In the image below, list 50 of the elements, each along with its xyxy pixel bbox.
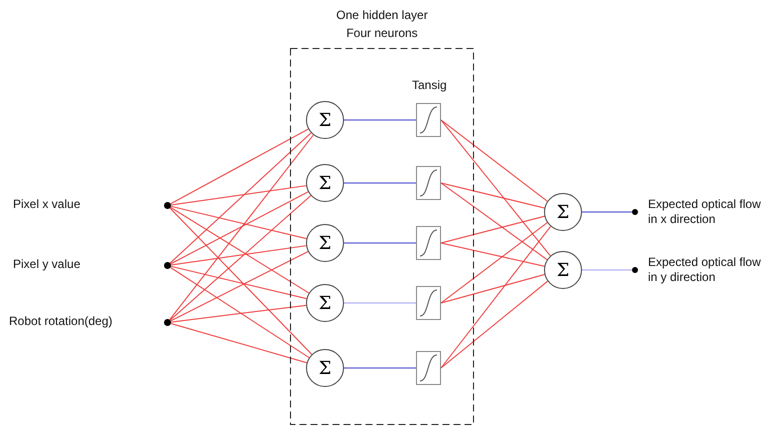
input-dot xyxy=(164,319,171,326)
summation-node: Σ xyxy=(306,284,344,322)
connection-line xyxy=(344,182,416,184)
connection-line xyxy=(170,266,310,358)
connection-line xyxy=(169,134,314,320)
connection-line xyxy=(344,242,416,244)
connection-line xyxy=(170,132,312,264)
connection-line xyxy=(344,302,416,304)
connection-line xyxy=(440,182,545,208)
connection-line xyxy=(170,128,309,204)
summation-node: Σ xyxy=(544,193,582,231)
input-dot xyxy=(164,262,171,269)
connection-line xyxy=(170,266,308,300)
sigmoid-activation-box xyxy=(416,103,441,137)
input-label: Pixel y value xyxy=(13,257,80,272)
connection-line xyxy=(170,191,309,264)
connection-line xyxy=(440,182,548,260)
layer-heading: One hidden layer Four neurons xyxy=(335,7,429,42)
sigmoid-activation-box xyxy=(416,166,441,200)
connection-line xyxy=(440,222,548,304)
connection-line xyxy=(440,216,545,244)
connection-line xyxy=(170,245,307,266)
sigmoid-activation-box xyxy=(416,286,441,320)
connection-line xyxy=(170,206,310,294)
connection-line xyxy=(440,120,548,202)
connection-line xyxy=(170,195,312,321)
connection-line xyxy=(170,185,307,206)
output-label: Expected optical flow in x direction xyxy=(648,197,762,227)
connection-line xyxy=(169,208,312,355)
summation-node: Σ xyxy=(306,164,344,202)
summation-node: Σ xyxy=(306,224,344,262)
sigmoid-activation-box xyxy=(416,351,441,385)
summation-node: Σ xyxy=(544,251,582,289)
connection-line xyxy=(170,322,308,364)
connection-line xyxy=(440,226,552,368)
connection-line xyxy=(440,242,545,267)
activation-label: Tansig xyxy=(412,78,447,93)
summation-node: Σ xyxy=(306,101,344,139)
sigmoid-activation-box xyxy=(416,226,441,260)
connection-line xyxy=(170,251,309,322)
output-label: Expected optical flow in y direction xyxy=(648,255,762,285)
connection-line xyxy=(170,206,308,240)
input-label: Robot rotation(deg) xyxy=(9,314,112,329)
input-dot xyxy=(164,202,171,209)
connection-line xyxy=(440,280,548,368)
summation-node: Σ xyxy=(306,349,344,387)
connection-line xyxy=(170,304,307,323)
connection-line xyxy=(440,120,551,256)
connection-line xyxy=(440,274,546,304)
input-label: Pixel x value xyxy=(13,197,80,212)
